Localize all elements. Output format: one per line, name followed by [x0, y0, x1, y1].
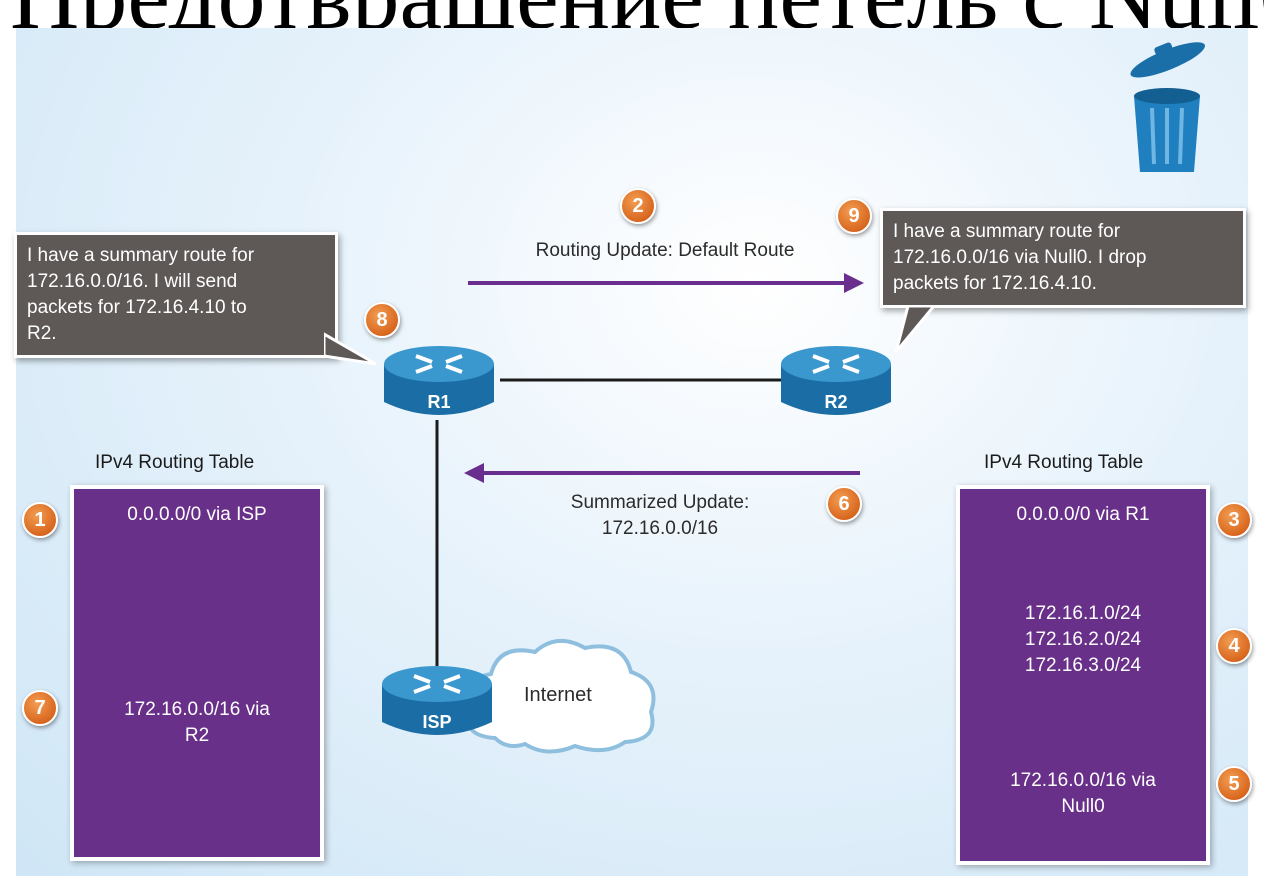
left-table-title: IPv4 Routing Table: [95, 452, 255, 473]
routing-update-caption: Routing Update: Default Route: [535, 240, 795, 261]
r1-speech-bubble: I have a summary route for 172.16.0.0/16…: [14, 232, 338, 358]
step-badge-6: 6: [826, 486, 862, 522]
right-table-title: IPv4 Routing Table: [984, 452, 1144, 473]
right-entry-default: 0.0.0.0/0 via R1: [1016, 504, 1150, 525]
left-entry-default: 0.0.0.0/0 via ISP: [127, 504, 267, 525]
router-isp[interactable]: ISP: [378, 662, 496, 742]
router-icon: [384, 346, 494, 415]
internet-label: Internet: [524, 684, 592, 706]
summarized-update-caption: Summarized Update: 172.16.0.0/16: [570, 492, 750, 539]
step-badge-9: 9: [836, 198, 872, 234]
router-icon: [382, 666, 492, 735]
r2-speech-bubble: I have a summary route for 172.16.0.0/16…: [880, 208, 1246, 308]
router-icon: [781, 346, 891, 415]
right-entry-null0: 172.16.0.0/16 via Null0: [1010, 770, 1156, 817]
right-entry-subnets: 172.16.1.0/24 172.16.2.0/24 172.16.3.0/2…: [1024, 603, 1142, 676]
step-badge-4: 4: [1216, 628, 1252, 664]
left-entry-summary: 172.16.0.0/16 via R2: [124, 699, 270, 746]
right-routing-table: [956, 485, 1210, 865]
trash-can-icon: [1130, 42, 1206, 172]
router-r2[interactable]: R2: [777, 342, 895, 422]
router-r1-label: R1: [427, 392, 451, 412]
step-badge-5: 5: [1216, 766, 1252, 802]
step-badge-3: 3: [1216, 502, 1252, 538]
router-r2-label: R2: [824, 392, 848, 412]
step-badge-8: 8: [364, 302, 400, 338]
r1-bubble-tail: [324, 332, 377, 366]
step-badge-1: 1: [22, 502, 58, 538]
step-badge-2: 2: [620, 188, 656, 224]
router-isp-label: ISP: [422, 712, 452, 732]
left-routing-table: [70, 485, 324, 861]
r2-bubble-tail: [894, 306, 936, 353]
router-r1[interactable]: R1: [380, 342, 498, 422]
step-badge-7: 7: [22, 690, 58, 726]
